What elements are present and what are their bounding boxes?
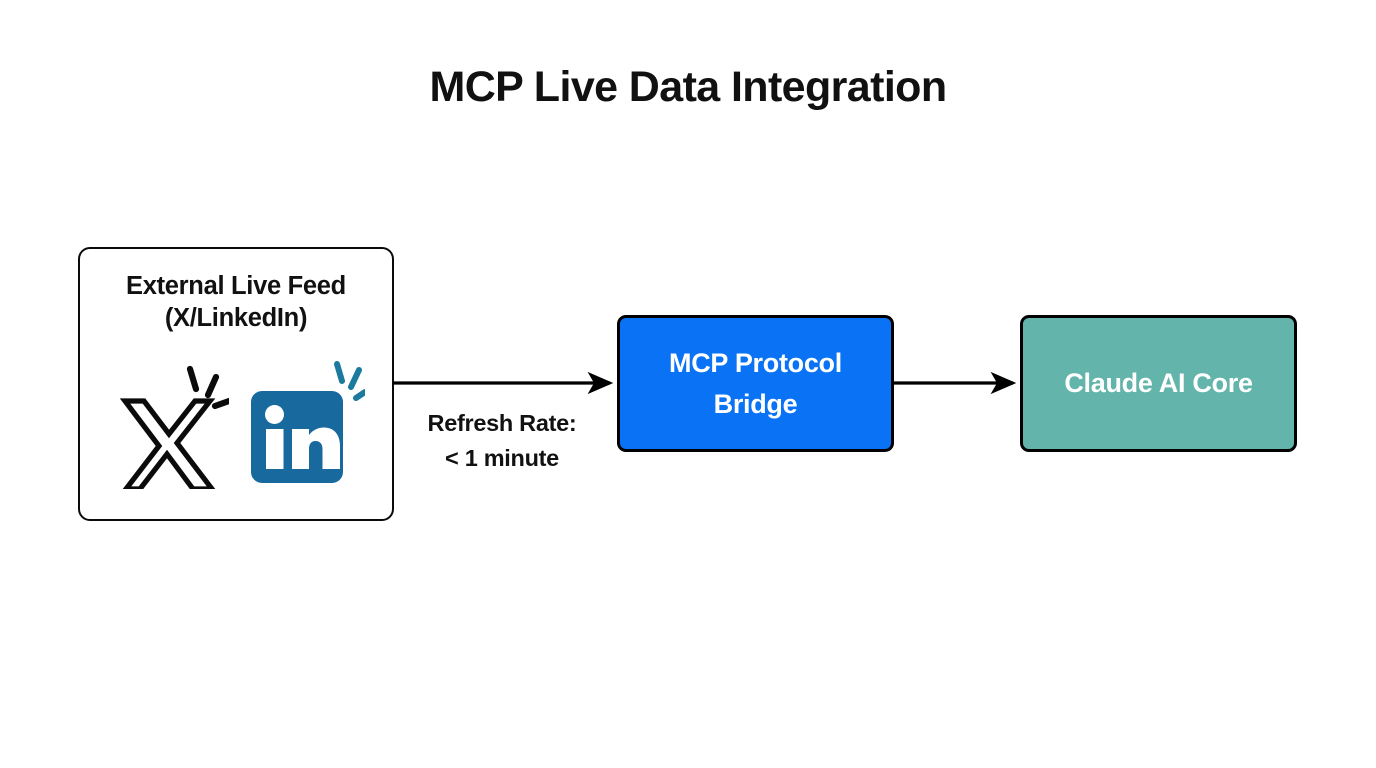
edge-label-refresh-rate: Refresh Rate: < 1 minute: [427, 410, 577, 472]
arrow-bridge-to-core: [893, 371, 1017, 395]
linkedin-icon: [251, 361, 368, 483]
node-external-live-feed[interactable]: External Live Feed (X/LinkedIn): [78, 247, 394, 521]
linkedin-logo-wrap: [247, 361, 368, 489]
node-claude-ai-core[interactable]: Claude AI Core: [1020, 315, 1297, 452]
node-source-label: External Live Feed (X/LinkedIn): [126, 272, 346, 332]
linkedin-sparkle-lines: [334, 361, 368, 401]
arrow-source-to-bridge: [393, 371, 614, 395]
logo-row: [80, 361, 396, 492]
node-bridge-label: MCP Protocol Bridge: [669, 348, 842, 419]
node-core-label: Claude AI Core: [1064, 367, 1253, 398]
x-icon: [119, 365, 233, 492]
page-title: MCP Live Data Integration: [429, 63, 947, 111]
node-mcp-protocol-bridge[interactable]: MCP Protocol Bridge: [617, 315, 894, 452]
x-sparkle-lines: [186, 365, 233, 410]
x-logo-wrap: [111, 361, 233, 492]
